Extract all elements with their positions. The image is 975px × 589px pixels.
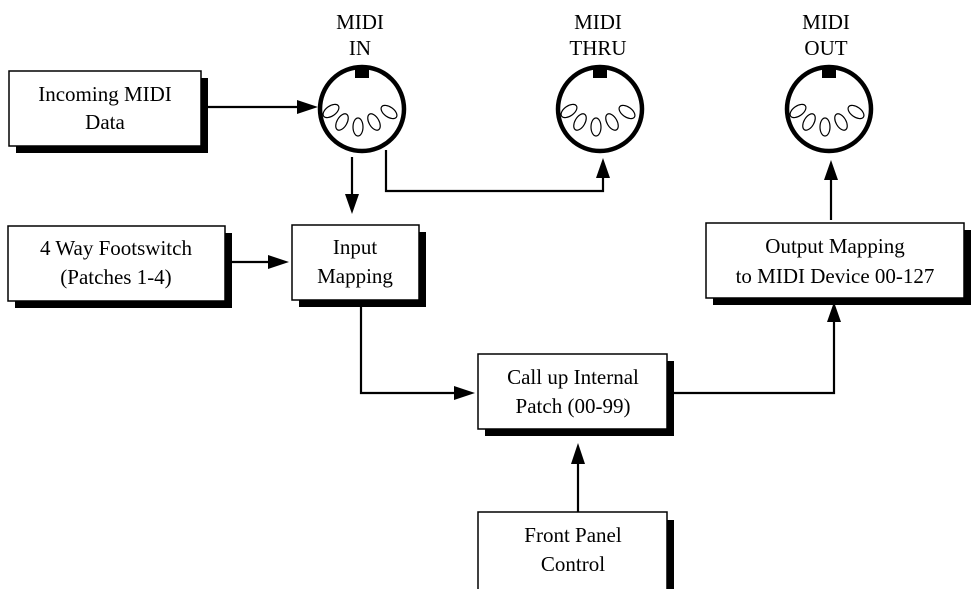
midi-thru-label-line1: MIDI xyxy=(574,10,622,34)
wire-patch-to-output-mapping xyxy=(669,320,836,395)
arrowhead-call-patch-bottom xyxy=(571,443,585,464)
input-mapping-box: Input Mapping xyxy=(291,224,426,307)
front-panel-line1: Front Panel xyxy=(524,523,622,547)
arrowhead-call-patch-left xyxy=(454,386,475,400)
call-patch-line2: Patch (00-99) xyxy=(516,394,631,418)
output-mapping-box: Output Mapping to MIDI Device 00-127 xyxy=(705,222,971,305)
arrowhead-output-mapping-bottom xyxy=(827,302,841,322)
midi-out-label-line1: MIDI xyxy=(802,10,850,34)
midi-out-connector xyxy=(784,64,874,154)
input-mapping-line1: Input xyxy=(333,235,377,259)
midi-in-label-line1: MIDI xyxy=(336,10,384,34)
midi-thru-label-line2: THRU xyxy=(569,36,626,60)
arrowhead-midi-out xyxy=(824,160,838,180)
call-patch-box: Call up Internal Patch (00-99) xyxy=(477,353,674,436)
wire-input-mapping-to-patch xyxy=(359,300,458,395)
wire-midi-in-to-thru xyxy=(384,150,605,193)
arrowhead-input-mapping-top xyxy=(345,194,359,214)
arrowhead-midi-thru xyxy=(596,158,610,178)
footswitch-box: 4 Way Footswitch (Patches 1-4) xyxy=(7,225,232,308)
midi-out-label-line2: OUT xyxy=(804,36,847,60)
input-mapping-line2: Mapping xyxy=(317,264,393,288)
output-mapping-line2: to MIDI Device 00-127 xyxy=(736,264,935,288)
midi-thru-connector xyxy=(555,64,645,154)
incoming-midi-data-line1: Incoming MIDI xyxy=(38,82,172,106)
incoming-midi-data-line2: Data xyxy=(85,110,125,134)
midi-in-label-line2: IN xyxy=(349,36,371,60)
footswitch-line1: 4 Way Footswitch xyxy=(40,236,192,260)
front-panel-box: Front Panel Control xyxy=(477,511,674,589)
footswitch-line2: (Patches 1-4) xyxy=(60,265,171,289)
front-panel-line2: Control xyxy=(541,552,605,576)
arrowhead-midi-in xyxy=(297,100,318,114)
output-mapping-line1: Output Mapping xyxy=(765,234,905,258)
incoming-midi-data-box: Incoming MIDI Data xyxy=(8,70,208,153)
call-patch-line1: Call up Internal xyxy=(507,365,639,389)
arrowhead-input-mapping-left xyxy=(268,255,289,269)
midi-in-connector xyxy=(317,64,407,154)
